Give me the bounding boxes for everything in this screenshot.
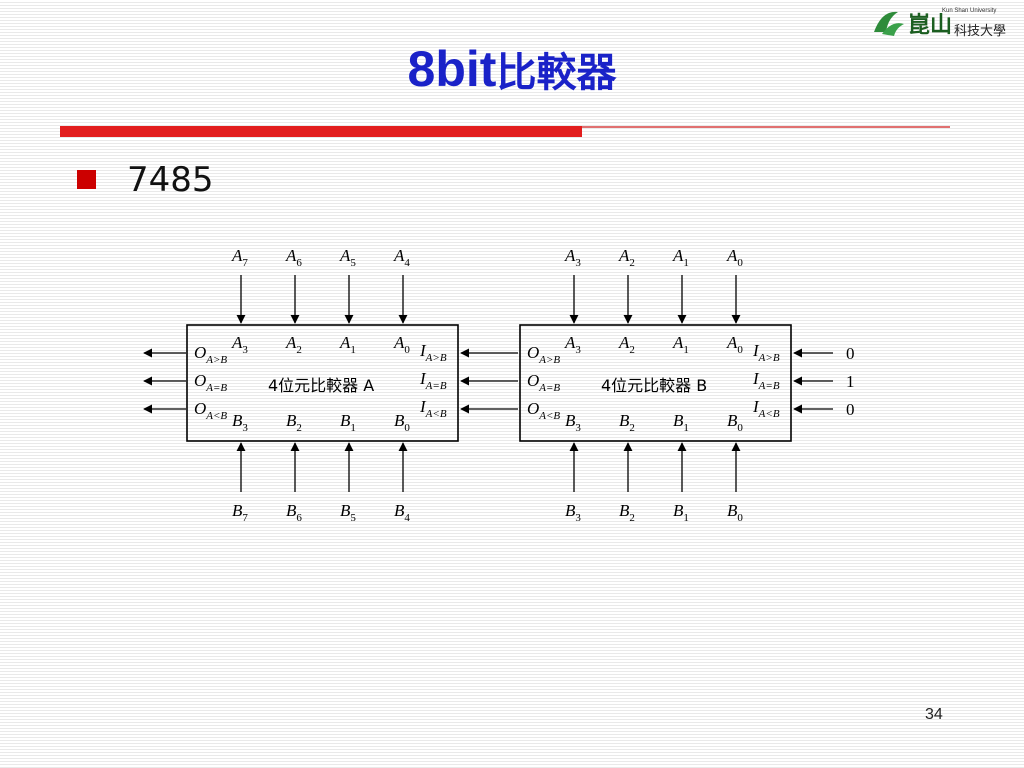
cascade-constant-label: 0 xyxy=(846,344,855,363)
chip-b-output-label: OA>B xyxy=(527,343,560,366)
chip-a-top-input-label: A5 xyxy=(339,246,356,269)
chip-b-inner-a-label: A2 xyxy=(618,333,635,356)
chip-a-output-label: OA<B xyxy=(194,399,227,422)
chip-b-inner-b-label: B0 xyxy=(727,411,743,434)
chip-b-bottom-input-label: B2 xyxy=(619,501,635,524)
svg-text:崑山: 崑山 xyxy=(908,12,952,38)
chip-a-cascade-label: IA>B xyxy=(419,341,447,364)
chip-a-inner-b-label: B1 xyxy=(340,411,356,434)
chip-b-output-label: OA<B xyxy=(527,399,560,422)
chip-a-inner-a-label: A3 xyxy=(231,333,248,356)
bullet-text: 7485 xyxy=(127,160,214,200)
chip-b-bottom-input-label: B0 xyxy=(727,501,743,524)
chip-b-top-input-label: A2 xyxy=(618,246,635,269)
chip-b-top-input-label: A0 xyxy=(726,246,743,269)
chip-b-output-label: OA=B xyxy=(527,371,560,394)
chip-a-inner-a-label: A1 xyxy=(339,333,356,356)
title-underline-bar xyxy=(60,126,582,137)
chip-b-top-input-label: A3 xyxy=(564,246,581,269)
chip-a-top-input-label: A4 xyxy=(393,246,410,269)
chip-b-inner-b-label: B1 xyxy=(673,411,689,434)
chip-b-cascade-label: IA=B xyxy=(752,369,780,392)
chip-a-bottom-input-label: B6 xyxy=(286,501,302,524)
chip-a-bottom-input-label: B5 xyxy=(340,501,356,524)
chip-b-inner-b-label: B2 xyxy=(619,411,635,434)
bullet-square-icon xyxy=(77,170,96,189)
cascade-constant-label: 1 xyxy=(846,372,855,391)
page-number: 34 xyxy=(925,706,943,723)
leaf-logo-icon: 崑山 科技大學 xyxy=(874,11,1006,39)
logo-subtext: Kun Shan University xyxy=(942,8,997,14)
chip-b-inner-a-label: A1 xyxy=(672,333,689,356)
chip-a-inner-b-label: B3 xyxy=(232,411,248,434)
slide-title: 8bit比較器 xyxy=(0,44,1024,94)
chip-b-inner-a-label: A3 xyxy=(564,333,581,356)
cascade-constant-label: 0 xyxy=(846,400,855,419)
chip-a-output-label: OA=B xyxy=(194,371,227,394)
chip-a-inner-b-label: B2 xyxy=(286,411,302,434)
chip-a-top-input-label: A7 xyxy=(231,246,248,269)
chip-a-bottom-input-label: B7 xyxy=(232,501,248,524)
chip-b-top-input-label: A1 xyxy=(672,246,689,269)
chip-a-inner-a-label: A2 xyxy=(285,333,302,356)
chip-b-inner-b-label: B3 xyxy=(565,411,581,434)
chip-a-inner-a-label: A0 xyxy=(393,333,410,356)
chip-b-bottom-input-label: B1 xyxy=(673,501,689,524)
kun-shan-university-logo: 崑山 科技大學 Kun Shan University xyxy=(868,2,1016,42)
chip-b-bottom-input-label: B3 xyxy=(565,501,581,524)
chip-a-output-label: OA>B xyxy=(194,343,227,366)
chip-a-top-input-label: A6 xyxy=(285,246,302,269)
chip-a-cascade-label: IA<B xyxy=(419,397,447,420)
svg-text:科技大學: 科技大學 xyxy=(954,24,1006,39)
chip-a-bottom-input-label: B4 xyxy=(394,501,410,524)
chip-b-inner-a-label: A0 xyxy=(726,333,743,356)
chip-b-box xyxy=(519,324,792,442)
title-cjk: 比較器 xyxy=(496,49,617,96)
chip-a-title: 4位元比較器 A xyxy=(268,376,374,395)
chip-b-cascade-label: IA>B xyxy=(752,341,780,364)
chip-b-title: 4位元比較器 B xyxy=(601,376,707,395)
title-underline-thin xyxy=(582,126,950,128)
title-latin: 8bit xyxy=(407,41,497,97)
chip-a-cascade-label: IA=B xyxy=(419,369,447,392)
chip-b-cascade-label: IA<B xyxy=(752,397,780,420)
chip-a-inner-b-label: B0 xyxy=(394,411,410,434)
chip-a-box xyxy=(186,324,459,442)
